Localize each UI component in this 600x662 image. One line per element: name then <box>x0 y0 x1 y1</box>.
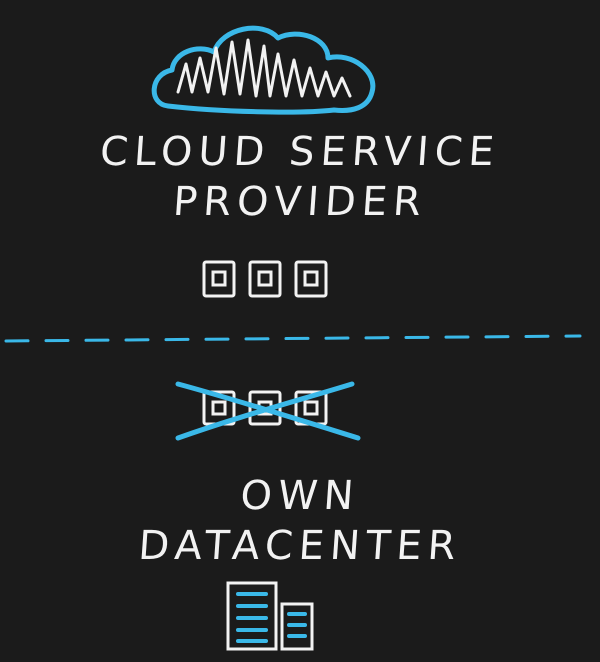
own-datacenter-label-line2: DATACENTER <box>136 523 464 569</box>
office-building-icon <box>226 581 314 651</box>
server-units-icon <box>202 260 328 298</box>
server-unit <box>248 260 282 298</box>
server-unit <box>294 260 328 298</box>
cross-out-mark <box>175 381 361 441</box>
tall-building <box>226 581 278 651</box>
own-datacenter-label-line1: OWN <box>238 473 362 519</box>
cloud-icon <box>151 25 376 115</box>
cloud-provider-label-line2: PROVIDER <box>171 179 429 225</box>
server-unit <box>202 260 236 298</box>
short-building <box>280 602 314 651</box>
cloud-provider-label-line1: CLOUD SERVICE <box>98 129 502 175</box>
dashed-divider <box>4 334 582 343</box>
